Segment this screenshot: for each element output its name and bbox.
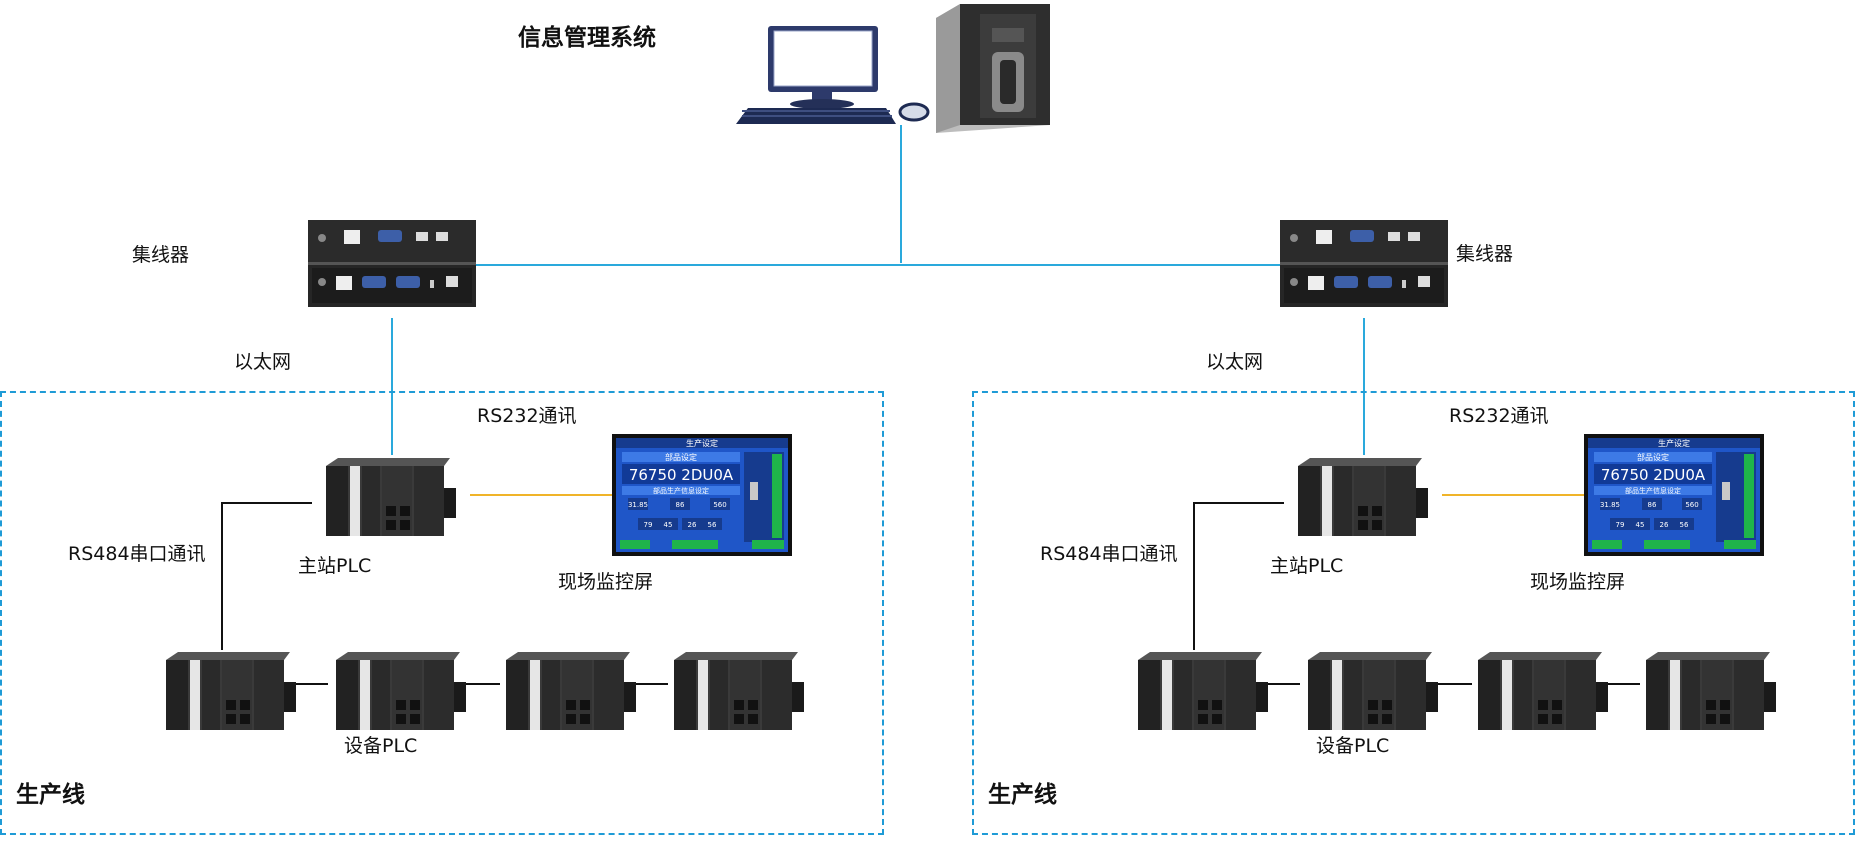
production-line-label-right: 生产线	[988, 781, 1057, 808]
hmi-code-text: 76750 2DU0A	[1601, 466, 1706, 484]
production-line-label-left: 生产线	[16, 781, 85, 808]
hmi-cell-bg	[1654, 518, 1674, 530]
hmi-cell-value: 26	[1660, 521, 1669, 529]
hmi-cell-bg	[710, 498, 730, 510]
hub-left	[308, 220, 476, 307]
hmi-subtitle-text: 部品生产信息设定	[1625, 486, 1681, 495]
hmi-cell-value: 560	[1685, 501, 1698, 509]
master-plc-label-right: 主站PLC	[1270, 555, 1344, 577]
hmi-cell-bg	[1630, 518, 1650, 530]
hmi-subtitle-text: 部品生产信息设定	[653, 486, 709, 495]
hmi-cell-value: 56	[1680, 521, 1689, 529]
hmi-cell-bg	[658, 518, 678, 530]
hmi-cell-value: 26	[688, 521, 697, 529]
hmi-monitor-left: 生产设定 部品设定 76750 2DU0A 部品生产信息设定 31.85 86 56…	[612, 434, 792, 556]
rs232-label-right: RS232通讯	[1449, 405, 1549, 427]
rs485-label-left: RS484串口通讯	[68, 543, 206, 565]
ethernet-label-left: 以太网	[234, 351, 292, 373]
ethernet-cabling	[391, 125, 1365, 455]
master-plc-label-left: 主站PLC	[298, 555, 372, 577]
hmi-subheader-text: 部品设定	[1637, 452, 1669, 462]
hmi-monitor-right: 生产设定 部品设定 76750 2DU0A 部品生产信息设定 31.85 86 56…	[1584, 434, 1764, 556]
hub-label-right: 集线器	[1456, 243, 1514, 265]
device-plc-label-right: 设备PLC	[1316, 735, 1390, 757]
hmi-cell-value: 560	[713, 501, 726, 509]
hmi-cell-bg	[1674, 518, 1694, 530]
hmi-cell-bg	[682, 518, 702, 530]
hmi-code-text: 76750 2DU0A	[629, 466, 734, 484]
hmi-header-text: 生产设定	[686, 438, 718, 448]
monitor-label-right: 现场监控屏	[1530, 571, 1626, 593]
hmi-cell-value: 86	[676, 501, 685, 509]
production-line-zone-right	[972, 391, 1855, 835]
workstation-computer	[736, 26, 930, 124]
system-title: 信息管理系统	[518, 24, 656, 51]
production-line-zone-left	[0, 391, 884, 835]
hmi-cell-value: 31.85	[628, 501, 648, 509]
hmi-cell-bg	[670, 498, 690, 510]
hub-right	[1280, 220, 1448, 307]
device-plc-label-left: 设备PLC	[344, 735, 418, 757]
hmi-cell-value: 45	[1636, 521, 1645, 529]
hmi-cell-value: 79	[1616, 521, 1625, 529]
hmi-cell-value: 79	[644, 521, 653, 529]
hmi-cell-bg	[638, 518, 658, 530]
hmi-cell-bg	[1600, 498, 1620, 510]
hub-label-left: 集线器	[132, 244, 190, 266]
hmi-cell-bg	[702, 518, 722, 530]
rs232-label-left: RS232通讯	[477, 405, 577, 427]
hmi-cell-bg	[1682, 498, 1702, 510]
rs485-label-right: RS484串口通讯	[1040, 543, 1178, 565]
hmi-cell-value: 86	[1648, 501, 1657, 509]
hmi-subheader-text: 部品设定	[665, 452, 697, 462]
hmi-cell-value: 56	[708, 521, 717, 529]
hmi-cell-value: 31.85	[1600, 501, 1620, 509]
hmi-cell-value: 45	[664, 521, 673, 529]
hmi-cell-bg	[628, 498, 648, 510]
ethernet-label-right: 以太网	[1206, 351, 1264, 373]
monitor-label-left: 现场监控屏	[558, 571, 654, 593]
hmi-cell-bg	[1610, 518, 1630, 530]
hmi-header-text: 生产设定	[1658, 438, 1690, 448]
server-tower	[936, 4, 1050, 133]
hmi-cell-bg	[1642, 498, 1662, 510]
